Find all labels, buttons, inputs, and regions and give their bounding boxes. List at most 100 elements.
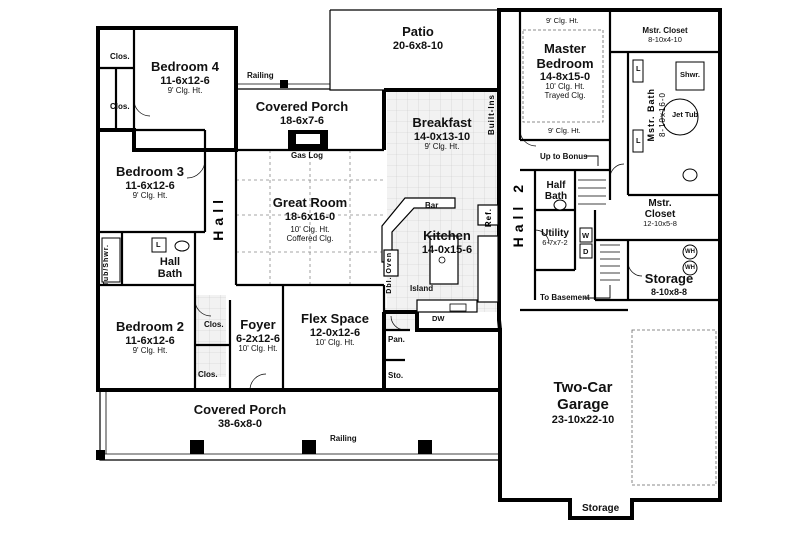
breakfast-name: Breakfast [412, 115, 472, 130]
sink [438, 256, 467, 312]
half-bath-label: Half Bath [545, 180, 567, 202]
mstr-bath-dims: 8-10x16-0 [658, 92, 667, 138]
closet-foyer: Clos. [198, 370, 218, 379]
stair-arrows [584, 155, 611, 299]
dryer-label: D [583, 247, 589, 256]
bed2-dims: 11-6x12-6 [125, 334, 175, 347]
bed2-clg: 9' Clg. Ht. [132, 345, 168, 355]
bath-fixtures [101, 59, 705, 283]
flex-space-label: Flex Space 12-0x12-6 10' Clg. Ht. [301, 311, 369, 348]
foyer-name: Foyer [240, 317, 276, 332]
kitchen-label: Kitchen 14-0x15-6 [422, 228, 472, 256]
closet-bed4-upper: Clos. [110, 52, 130, 61]
linen-hall-bath: L [156, 240, 161, 249]
foyer-clg: 10' Clg. Ht. [238, 343, 278, 353]
hall-label: Hall [210, 195, 226, 241]
bed4-name: Bedroom 4 [151, 59, 219, 74]
bedroom-3-label: Bedroom 3 11-6x12-6 9' Clg. Ht. [116, 164, 184, 201]
mstr-closet-name-2: Closet [644, 209, 676, 221]
master-dims: 14-8x15-0 [539, 71, 591, 84]
bed3-dims: 11-6x12-6 [125, 179, 175, 192]
flex-name: Flex Space [301, 311, 369, 326]
breakfast-dims: 14-0x13-10 [413, 130, 471, 143]
dishwasher-label: DW [432, 314, 445, 323]
great-room-label: Great Room 18-6x16-0 10' Clg. Ht. Coffer… [272, 195, 348, 244]
storage-small-label: Sto. [388, 371, 404, 380]
master-name-1: Master [544, 41, 586, 56]
breakfast-clg: 9' Clg. Ht. [424, 141, 460, 151]
covered-porch-front-name: Covered Porch [193, 402, 287, 417]
master-name-2: Bedroom [536, 55, 594, 71]
pantry-label: Pan. [388, 335, 405, 344]
island-label: Island [410, 284, 434, 293]
hall-bath-name-1: Hall [159, 256, 181, 268]
mstr-closet-name-1: Mstr. [648, 198, 672, 209]
built-ins-label: Built-Ins [487, 94, 496, 135]
closet-bed2: Clos. [204, 320, 224, 329]
storage-right-dims: 8-10x8-8 [650, 286, 688, 297]
hall-bath-name-2: Bath [157, 268, 183, 281]
shower-label: Shwr. [680, 70, 701, 79]
foyer-label: Foyer 6-2x12-6 10' Clg. Ht. [236, 317, 280, 354]
mstr-closet-label: Mstr. Closet 12-10x5-8 [643, 198, 677, 229]
covered-porch-front-dims: 38-6x8-0 [217, 417, 263, 430]
master-clg-1: 10' Clg. Ht. [545, 82, 585, 92]
covered-porch-front-label: Covered Porch 38-6x8-0 [193, 402, 287, 430]
refrigerator-label: Ref. [484, 208, 493, 228]
garage-label: Two-Car Garage 23-10x22-10 [551, 379, 615, 426]
breakfast-label: Breakfast 14-0x13-10 9' Clg. Ht. [412, 115, 472, 152]
double-oven-label: Dbl. Oven [386, 252, 393, 294]
utility-name: Utility [541, 228, 569, 239]
up-to-bonus-label: Up to Bonus [540, 152, 588, 161]
closet-bed4-lower: Clos. [110, 102, 130, 111]
bed4-dims: 11-6x12-6 [160, 74, 210, 87]
water-heater-2-label: WH [685, 265, 695, 271]
bedroom-4-label: Bedroom 4 11-6x12-6 9' Clg. Ht. [151, 59, 219, 96]
covered-porch-top-label: Covered Porch 18-6x7-6 [255, 99, 349, 127]
covered-porch-top-dims: 18-6x7-6 [279, 114, 325, 127]
railing-top-label: Railing [247, 71, 274, 80]
linen-master-lower: L [636, 136, 641, 145]
kitchen-counters [381, 197, 499, 313]
utility-dims: 6-7x7-2 [542, 238, 568, 248]
covered-porch-top-name: Covered Porch [255, 99, 349, 114]
great-room-name: Great Room [272, 195, 348, 210]
bed3-clg: 9' Clg. Ht. [132, 190, 168, 200]
linen-master-upper: L [636, 64, 641, 73]
stairs [578, 179, 620, 281]
master-clg-top: 9' Clg. Ht. [546, 16, 579, 25]
railing-front-label: Railing [330, 434, 357, 443]
gas-log-label: Gas Log [291, 151, 324, 160]
garage-dims: 23-10x22-10 [551, 413, 615, 426]
columns [96, 80, 432, 460]
patio-label: Patio 20-6x8-10 [392, 24, 444, 52]
utility-label: Utility 6-7x7-2 [541, 228, 569, 248]
bar-label: Bar [425, 201, 439, 210]
master-bedroom-label: Master Bedroom 14-8x15-0 10' Clg. Ht. Tr… [536, 41, 594, 101]
door-swings [133, 99, 643, 391]
washer-label: W [582, 231, 590, 240]
half-bath-name-1: Half [546, 180, 566, 191]
great-room-clg-2: Coffered Clg. [286, 233, 334, 243]
garage-name-2: Garage [557, 395, 609, 413]
hall-bath-label: Hall Bath [158, 256, 182, 281]
patio-dims: 20-6x8-10 [392, 39, 444, 52]
garage-door-outline [631, 329, 717, 486]
coffered-ceiling-grid [236, 150, 384, 288]
bed2-name: Bedroom 2 [116, 319, 184, 334]
bed3-name: Bedroom 3 [116, 164, 184, 179]
storage-right-name: Storage [644, 271, 694, 286]
water-heater-1-label: WH [685, 249, 695, 255]
mstr-bath-name: Mstr. Bath [646, 88, 656, 142]
jet-tub-label: Jet Tub [672, 110, 699, 119]
mstr-closet-top-dims: 8-10x4-10 [648, 34, 682, 44]
bed4-clg: 9' Clg. Ht. [167, 85, 203, 95]
kitchen-name: Kitchen [423, 228, 471, 243]
great-room-clg-1: 10' Clg. Ht. [290, 224, 330, 234]
great-room-dims: 18-6x16-0 [284, 210, 336, 223]
tub-shower-label: Tub/Shwr. [103, 244, 110, 286]
master-clg-2: Trayed Clg. [544, 91, 586, 101]
storage-right-label: Storage 8-10x8-8 [644, 271, 694, 297]
fireplace-hearth [296, 134, 320, 144]
